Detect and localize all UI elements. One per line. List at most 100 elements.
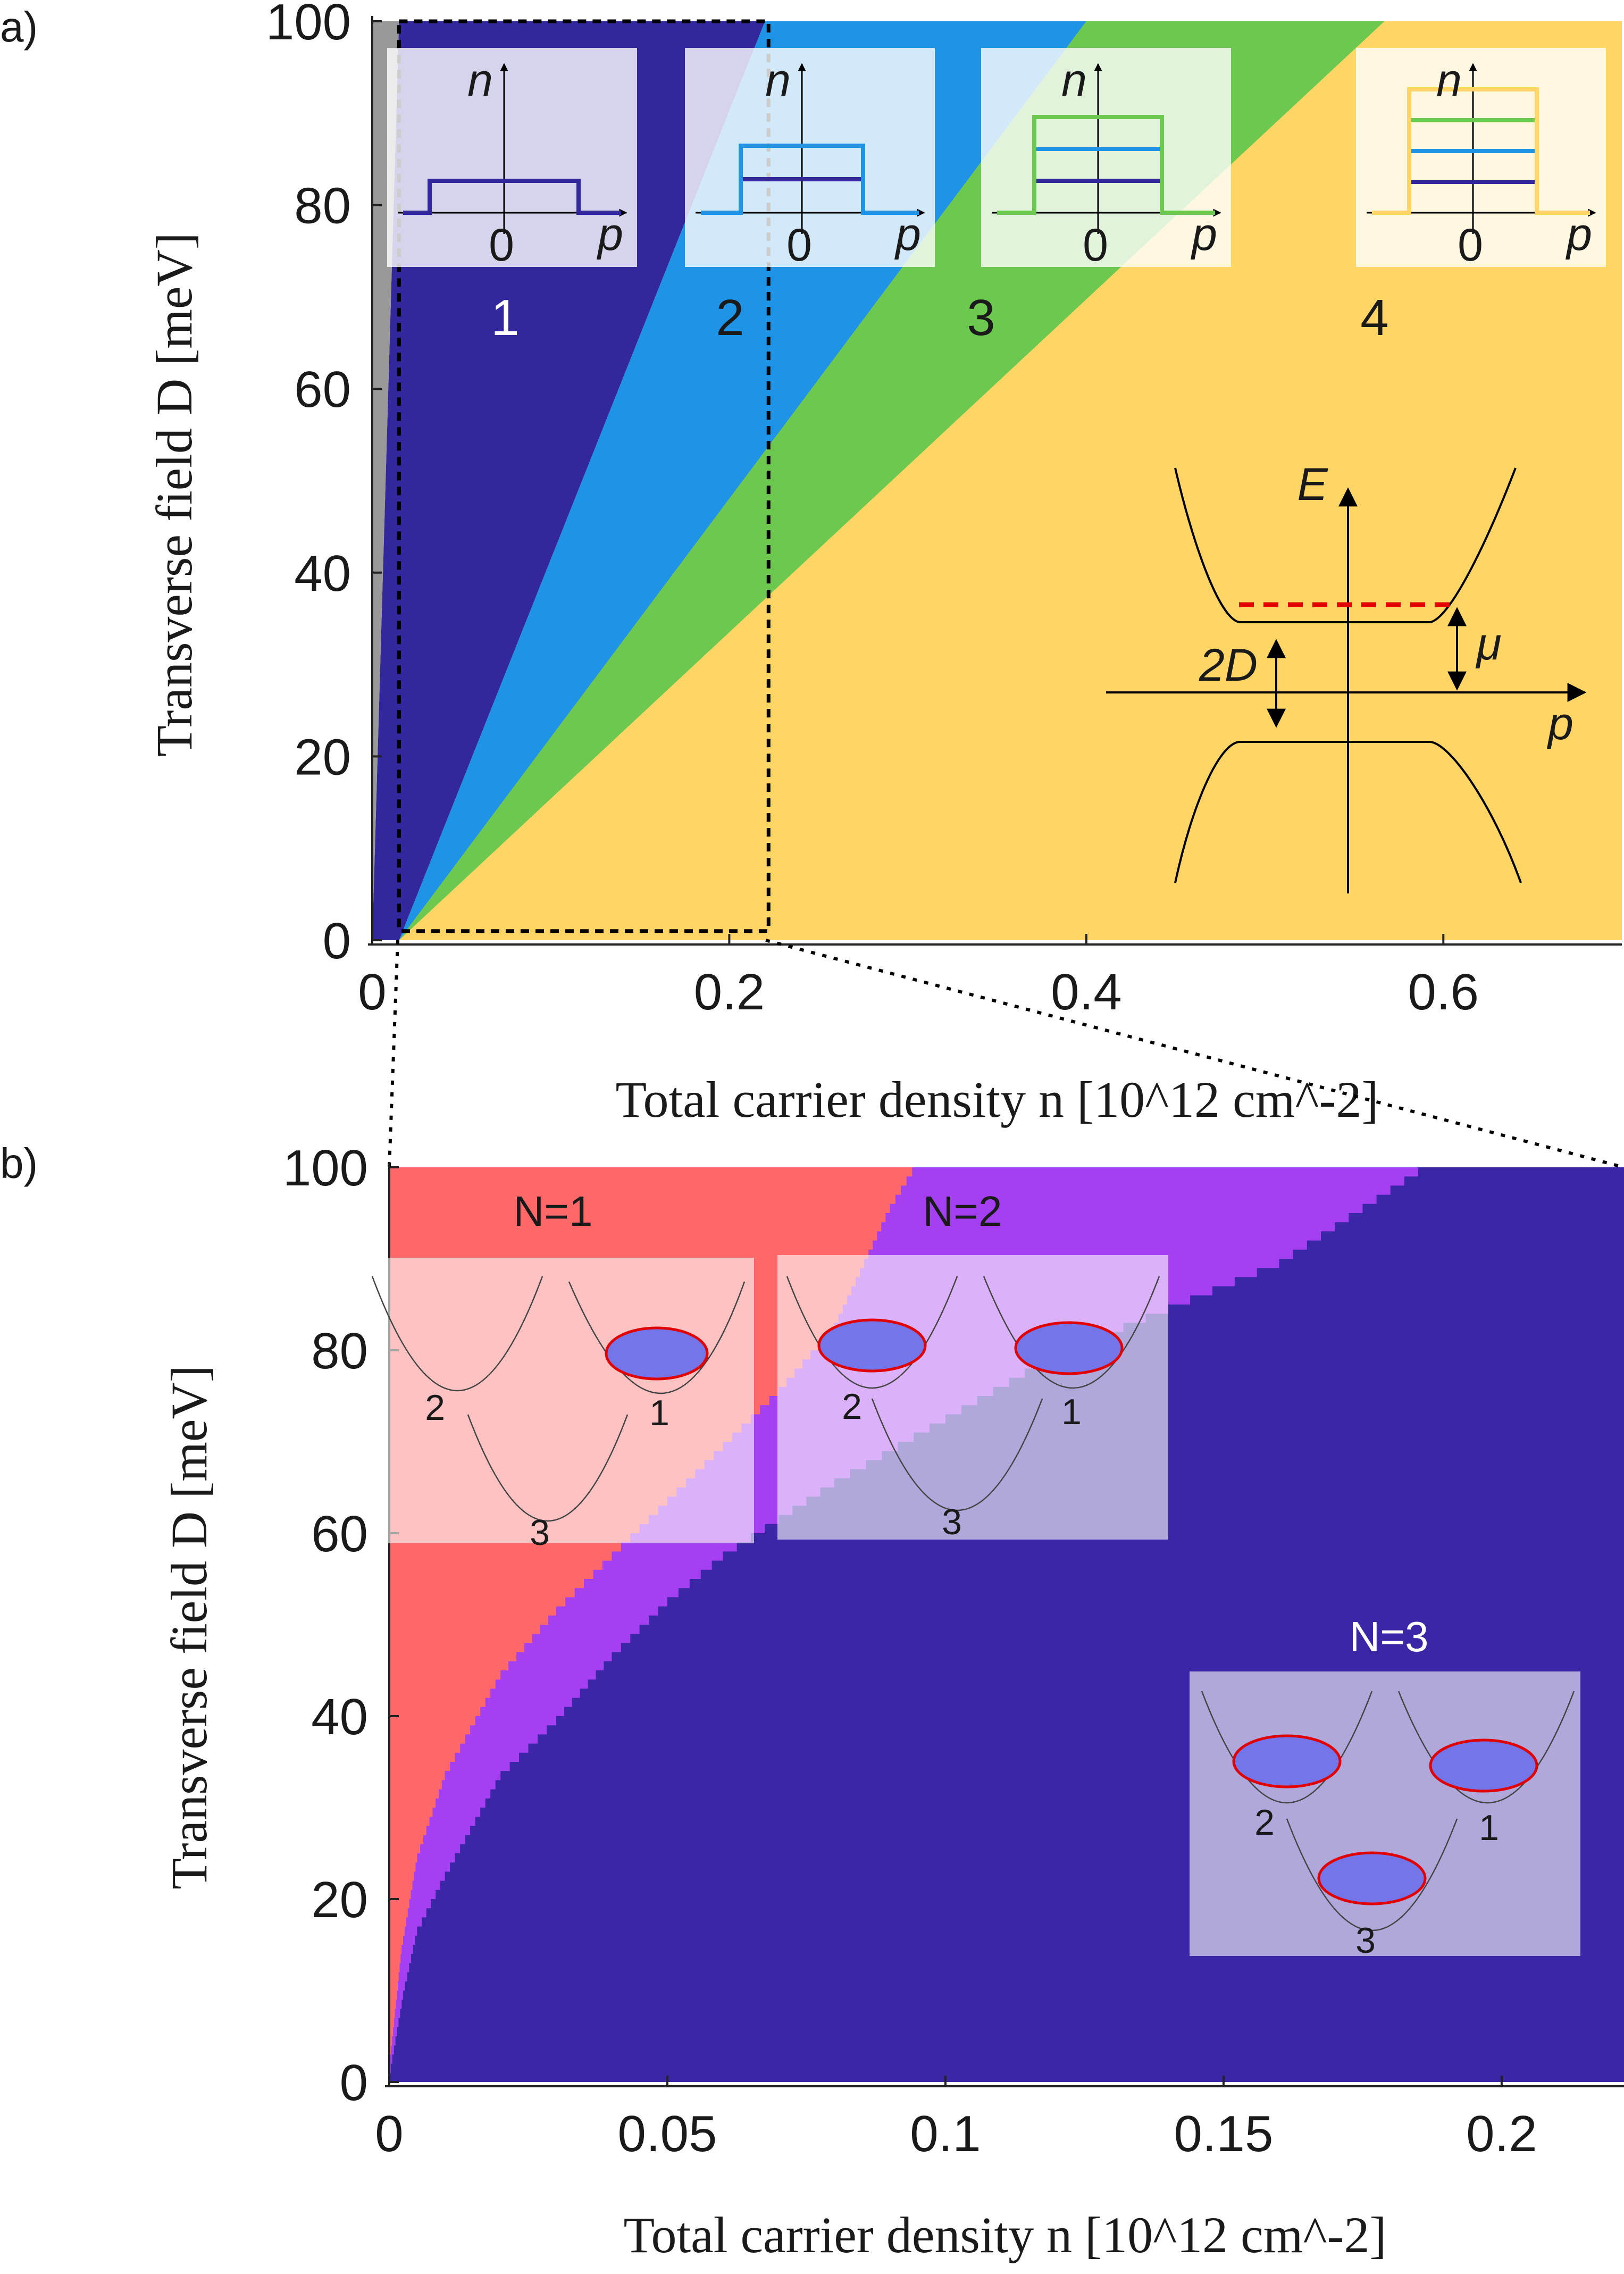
region-label-4: 4 <box>1360 289 1388 346</box>
x-tick-label: 0.6 <box>1408 964 1479 1021</box>
occupancy-step <box>997 115 1215 215</box>
valley-label-3: 3 <box>530 1512 550 1553</box>
inset-n3-background <box>1190 1671 1580 1956</box>
y-tick-label: 20 <box>294 729 351 785</box>
occupancy-label-origin: 0 <box>1458 220 1483 271</box>
region-label-1: 1 <box>491 289 519 346</box>
occupancy-inset-background <box>981 48 1231 267</box>
valley-label-3: 3 <box>942 1502 962 1542</box>
valley-2-fermi-surface <box>1232 1734 1342 1788</box>
gap-label: 2D <box>1199 640 1258 691</box>
occupancy-step <box>701 144 919 215</box>
valley-label-3: 3 <box>1355 1920 1376 1961</box>
occupancy-step <box>1372 87 1590 215</box>
valley-label-2: 2 <box>1254 1802 1275 1843</box>
valley-3-curve <box>871 1398 1043 1511</box>
valley-label-1: 1 <box>1479 1808 1499 1848</box>
valley-label-1: 1 <box>649 1393 669 1433</box>
valley-3-fermi-surface <box>1317 1851 1427 1905</box>
occupancy-inset-2: n p 0 <box>685 48 935 271</box>
x-tick-label: 0 <box>375 2105 403 2162</box>
band-diagram-inset: E p 2D μ <box>1106 459 1587 893</box>
y-axis-label-a: Transverse field D [meV] <box>146 232 203 757</box>
inset-n3: 2 1 3 N=3 <box>1190 1613 1580 1961</box>
valley-1-fermi-surface <box>1429 1738 1538 1793</box>
occupancy-label-n: n <box>1061 55 1087 106</box>
occupancy-step <box>403 179 621 215</box>
axes-b: 0 0.05 0.1 0.15 0.2 0 20 40 60 80 100 <box>283 1140 1624 2162</box>
occupancy-inset-3: n p 0 <box>981 48 1231 271</box>
valley-label-1: 1 <box>1061 1392 1082 1432</box>
zoom-box-rect <box>397 19 771 933</box>
y-tick-label: 100 <box>283 1140 368 1197</box>
energy-label: E <box>1297 459 1328 510</box>
region-label-2: 2 <box>716 289 744 346</box>
panel-b: b) 0 0.05 0.1 0.15 0.2 0 20 40 60 80 100 2 1 3 N=1 <box>0 1140 1624 2263</box>
x-axis-label-b: Total carrier density n [10^12 cm^-2] <box>624 2206 1387 2263</box>
inset-n1-background <box>378 1258 754 1543</box>
phase-label-n1: N=1 <box>514 1188 593 1235</box>
conduction-band <box>1174 467 1517 623</box>
occupancy-label-p: p <box>1565 209 1592 260</box>
occupancy-inset-4: n p 0 <box>1356 48 1606 271</box>
zoom-box <box>397 19 771 933</box>
occupancy-label-origin: 0 <box>489 220 514 271</box>
valley-1-curve <box>1397 1691 1575 1803</box>
valley-1-curve <box>568 1281 746 1394</box>
inset-n2: 2 1 3 N=2 <box>777 1188 1168 1542</box>
x-tick-label: 0.2 <box>1466 2105 1537 2162</box>
valley-1-fermi-surface <box>1014 1321 1124 1375</box>
valley-1-fermi-surface <box>605 1326 709 1381</box>
inset-n1: 2 1 3 N=1 <box>371 1188 754 1553</box>
valence-band <box>1174 741 1522 883</box>
x-tick-label: 0.1 <box>910 2105 981 2162</box>
occupancy-label-p: p <box>894 209 921 260</box>
zoom-connector-left <box>388 940 399 1168</box>
occupancy-label-n: n <box>1436 55 1462 106</box>
panel-a-label: a) <box>0 3 38 51</box>
x-tick-label: 0 <box>358 964 386 1021</box>
x-tick-label: 0.2 <box>694 964 765 1021</box>
y-tick-label: 0 <box>323 913 351 969</box>
occupancy-inset-1: np0 <box>387 48 637 271</box>
occupancy-label-n: n <box>765 55 791 106</box>
valley-3-curve <box>467 1414 629 1522</box>
mu-label: μ <box>1475 618 1501 670</box>
y-tick-label: 0 <box>340 2054 368 2111</box>
region-label-3: 3 <box>967 289 995 346</box>
x-tick-label: 0.05 <box>618 2105 717 2162</box>
valley-2-curve <box>786 1276 958 1389</box>
x-axis-label-a: Total carrier density n [10^12 cm^-2] <box>616 1071 1379 1128</box>
occupancy-label-p: p <box>596 209 623 260</box>
zoom-connector-right <box>765 939 1624 1169</box>
y-axis-label-b: Transverse field D [meV] <box>161 1365 217 1890</box>
occupancy-inset-background <box>1356 48 1606 267</box>
valley-2-curve <box>1201 1691 1373 1803</box>
occupancy-label-p: p <box>1190 209 1217 260</box>
occupancy-label-origin: 0 <box>786 220 812 271</box>
valley-label-2: 2 <box>425 1387 445 1428</box>
inset-n2-background <box>777 1255 1168 1540</box>
y-tick-label: 60 <box>294 361 351 418</box>
y-tick-label: 80 <box>311 1323 368 1380</box>
y-tick-label: 40 <box>311 1688 368 1745</box>
y-tick-label: 40 <box>294 545 351 602</box>
region-3 <box>399 21 1385 940</box>
y-tick-label: 60 <box>311 1506 368 1562</box>
x-tick-label: 0.4 <box>1051 964 1121 1021</box>
valley-2-curve <box>371 1276 543 1391</box>
y-tick-label: 100 <box>266 0 351 51</box>
y-tick-label: 20 <box>311 1871 368 1928</box>
valley-3-curve <box>1286 1818 1458 1931</box>
x-tick-label: 0.15 <box>1174 2105 1273 2162</box>
occupancy-inset-background <box>387 48 637 267</box>
occupancy-label-origin: 0 <box>1083 220 1108 271</box>
valley-1-curve <box>983 1276 1160 1389</box>
phase-label-n2: N=2 <box>923 1188 1002 1235</box>
panel-b-label: b) <box>0 1140 38 1187</box>
occupancy-inset-background <box>685 48 935 267</box>
momentum-label: p <box>1546 698 1573 749</box>
